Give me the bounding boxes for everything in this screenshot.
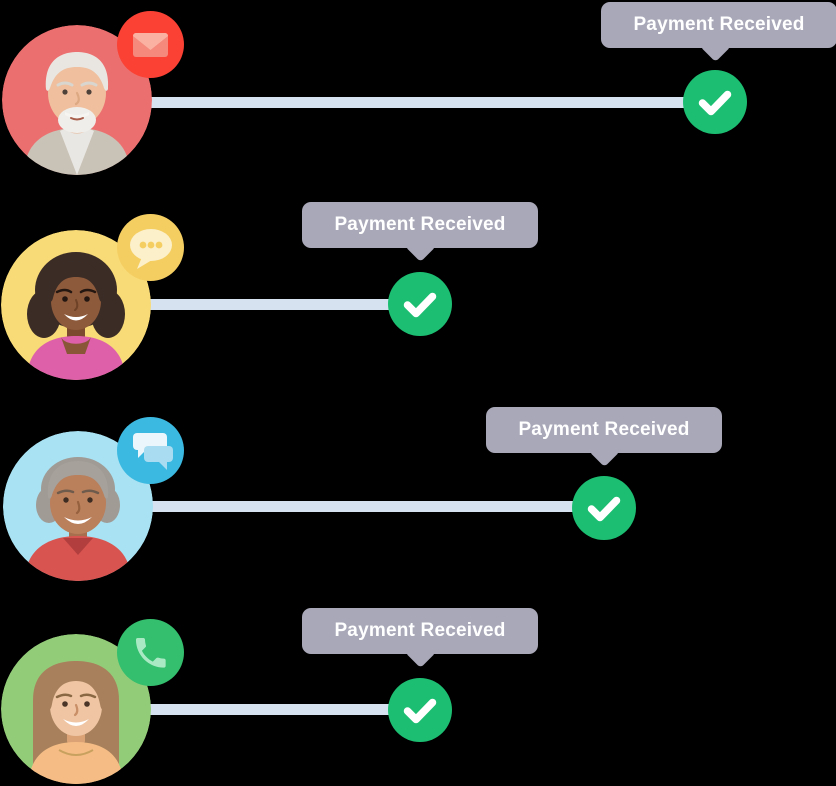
tooltip-label: Payment Received <box>334 620 506 641</box>
avatar-older-woman-gray-hair <box>3 431 153 581</box>
tooltip-label: Payment Received <box>334 214 506 235</box>
check-icon <box>572 476 636 540</box>
timeline-line <box>76 704 420 715</box>
payment-received-tooltip: Payment Received <box>486 407 722 453</box>
channel-badge-email <box>116 10 184 78</box>
status-check-circle <box>388 678 452 742</box>
avatar-young-woman-curly-hair <box>1 230 151 380</box>
chat-bubbles-icon <box>132 432 173 470</box>
payment-received-tooltip: Payment Received <box>601 2 836 48</box>
status-check-circle <box>683 70 747 134</box>
check-icon <box>388 678 452 742</box>
tooltip-pointer <box>701 34 729 62</box>
channel-badge-messaging <box>116 416 184 484</box>
young-woman-curly-hair-photo <box>1 230 151 380</box>
tooltip-label: Payment Received <box>518 419 690 440</box>
payment-received-tooltip: Payment Received <box>302 202 538 248</box>
tooltip-pointer <box>406 234 434 262</box>
payment-received-tooltip: Payment Received <box>302 608 538 654</box>
check-icon <box>388 272 452 336</box>
tooltip-pointer <box>590 439 618 467</box>
elderly-man-photo <box>2 25 152 175</box>
young-woman-long-hair-photo <box>1 634 151 784</box>
tooltip-pointer <box>406 640 434 668</box>
chat-bubble-dots-icon <box>129 228 172 269</box>
phone-icon <box>135 637 166 668</box>
channel-badge-phone <box>116 618 184 686</box>
older-woman-gray-hair-photo <box>3 431 153 581</box>
channel-badge-chat <box>116 213 184 281</box>
avatar-young-woman-long-hair <box>1 634 151 784</box>
status-check-circle <box>572 476 636 540</box>
timeline-line <box>77 97 715 108</box>
envelope-icon <box>132 32 168 57</box>
timeline-line <box>76 299 420 310</box>
timeline-line <box>78 501 604 512</box>
avatar-elderly-man <box>2 25 152 175</box>
status-check-circle <box>388 272 452 336</box>
tooltip-label: Payment Received <box>633 14 805 35</box>
check-icon <box>683 70 747 134</box>
